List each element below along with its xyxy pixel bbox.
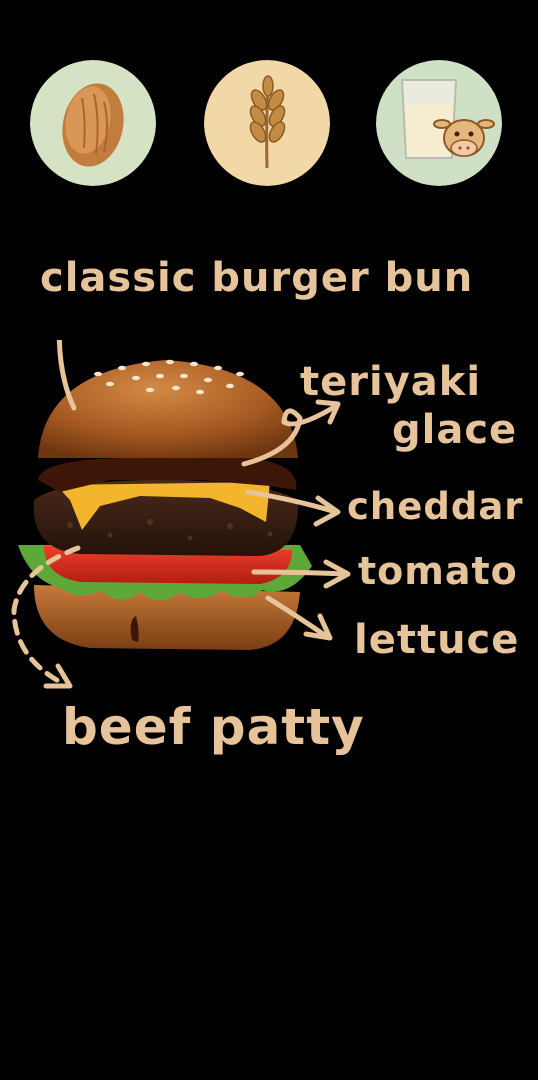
lettuce-label: lettuce: [354, 617, 520, 663]
bottom-bun: [34, 585, 300, 650]
milk-cow-icon: [376, 60, 502, 186]
patty-label: beef patty: [62, 698, 365, 756]
bun-arrow: [56, 340, 77, 411]
tomato-arrow: [251, 569, 349, 577]
lettuce-arrow: [265, 595, 329, 639]
wheat-icon: [204, 60, 330, 186]
tomato-label: tomato: [358, 549, 518, 593]
almond-nut-icon: [30, 60, 156, 186]
top-bun: [38, 360, 298, 458]
cheddar-layer: [56, 482, 270, 530]
glace-label-line2: glace: [392, 407, 518, 453]
cheddar-arrow: [245, 489, 339, 515]
cheddar-label: cheddar: [347, 485, 524, 528]
burger-illustration: [11, 340, 351, 689]
glace-label-line1: teriyaki: [300, 359, 482, 405]
teriyaki-glaze-layer: [38, 458, 297, 492]
bun-label: classic burger bun: [40, 255, 474, 301]
patty-arrow: [11, 545, 81, 687]
glace-arrow: [241, 403, 339, 467]
